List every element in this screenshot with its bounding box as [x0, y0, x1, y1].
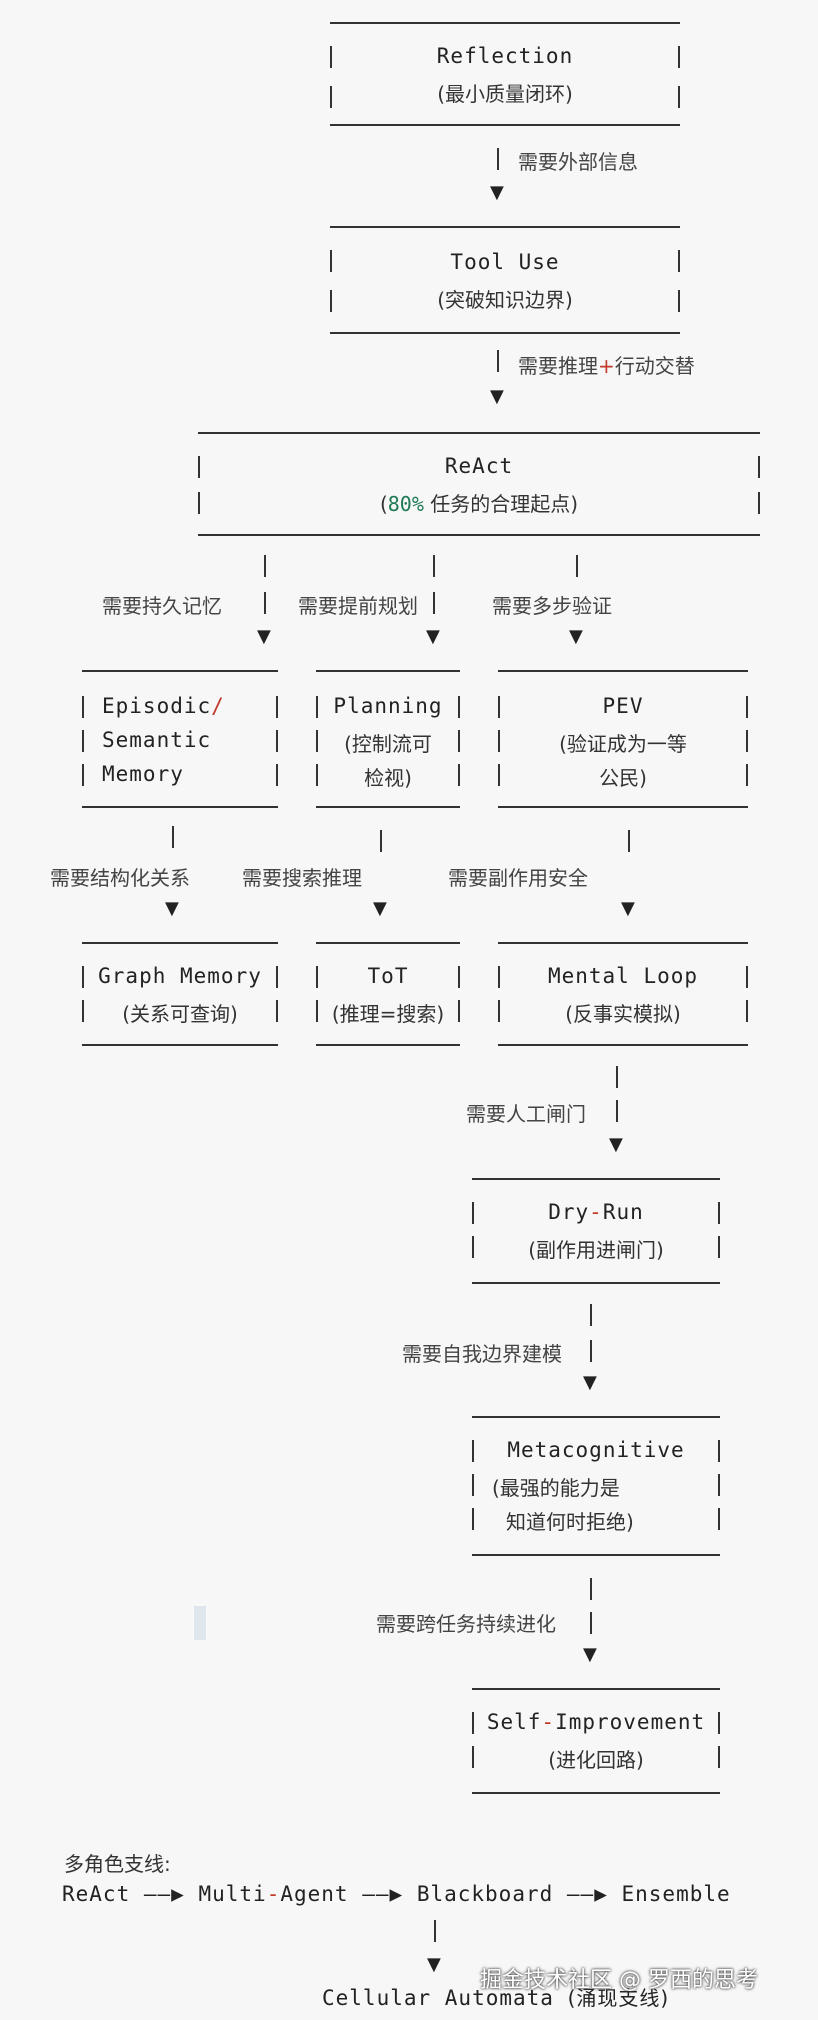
node-subtitle-line2: 检视)	[364, 766, 412, 790]
node-dry-run: Dry-Run (副作用进闸门)	[472, 1178, 720, 1284]
node-pev: PEV (验证成为一等 公民)	[498, 670, 748, 808]
node-title: PEV	[602, 694, 644, 718]
multi-agent-heading: 多角色支线:	[64, 1852, 171, 1876]
arrow-down-icon: ▼	[427, 1954, 441, 1975]
edge-label: 需要推理+行动交替	[518, 354, 695, 378]
node-title: Mental Loop	[547, 964, 699, 988]
node-subtitle: (最小质量闭环)	[437, 82, 573, 106]
node-title: Planning	[333, 694, 443, 718]
chain-ensemble: Ensemble	[621, 1882, 731, 1906]
arrow-down-icon: ▼	[257, 626, 271, 647]
node-graph-memory: Graph Memory (关系可查询)	[82, 942, 278, 1046]
node-mental-loop: Mental Loop (反事实模拟)	[498, 942, 748, 1046]
edge-label: 需要外部信息	[518, 150, 638, 174]
node-title: Episodic/	[102, 694, 225, 718]
node-title: Reflection	[436, 44, 574, 68]
arrow-down-icon: ▼	[373, 898, 387, 919]
node-title: Self-Improvement	[486, 1710, 706, 1734]
long-arrow-icon: ——▶	[566, 1882, 608, 1906]
edge-label: 需要提前规划	[298, 594, 418, 618]
node-title: Dry-Run	[548, 1200, 644, 1224]
node-react: ReAct (80% 任务的合理起点)	[198, 432, 760, 536]
chain-cellular-automata: Cellular Automata (涌现支线)	[322, 1986, 670, 2010]
node-tot: ToT (推理=搜索)	[316, 942, 460, 1046]
node-metacognitive: Metacognitive (最强的能力是 知道何时拒绝)	[472, 1416, 720, 1556]
node-subtitle: (推理=搜索)	[331, 1002, 445, 1026]
arrow-down-icon: ▼	[490, 182, 504, 203]
arrow-down-icon: ▼	[583, 1372, 597, 1393]
edge-label: 需要结构化关系	[50, 866, 190, 890]
node-subtitle: (关系可查询)	[122, 1002, 238, 1026]
node-subtitle: (进化回路)	[548, 1748, 644, 1772]
highlight-marker	[194, 1606, 206, 1640]
node-subtitle-line1: (控制流可	[344, 732, 432, 756]
edge-label: 需要自我边界建模	[402, 1342, 562, 1366]
node-episodic-semantic-memory: Episodic/ Semantic Memory	[82, 670, 278, 808]
node-title: ToT	[367, 964, 409, 988]
node-title: Metacognitive	[507, 1438, 685, 1462]
node-title: Graph Memory	[98, 964, 262, 988]
node-tool-use: Tool Use (突破知识边界)	[330, 226, 680, 334]
edge-label: 需要跨任务持续进化	[376, 1612, 556, 1636]
chain-blackboard: Blackboard	[416, 1882, 554, 1906]
node-title-line3: Memory	[102, 762, 184, 786]
node-subtitle: (80% 任务的合理起点)	[379, 492, 579, 516]
node-planning: Planning (控制流可 检视)	[316, 670, 460, 808]
edge-label: 需要搜索推理	[242, 866, 362, 890]
arrow-down-icon: ▼	[569, 626, 583, 647]
arrow-down-icon: ▼	[165, 898, 179, 919]
node-reflection: Reflection (最小质量闭环)	[330, 22, 680, 126]
node-subtitle: (反事实模拟)	[565, 1002, 681, 1026]
arrow-down-icon: ▼	[621, 898, 635, 919]
node-subtitle-line2: 公民)	[599, 766, 647, 790]
node-subtitle-line1: (最强的能力是	[492, 1476, 620, 1500]
edge-label: 需要持久记忆	[102, 594, 222, 618]
node-title: ReAct	[444, 454, 514, 478]
watermark: 掘金技术社区 @ 罗西的思考	[480, 1968, 758, 1993]
long-arrow-icon: ——▶	[362, 1882, 404, 1906]
node-self-improvement: Self-Improvement (进化回路)	[472, 1688, 720, 1794]
node-title-line2: Semantic	[102, 728, 212, 752]
multi-agent-chain: ReAct ——▶ Multi-Agent ——▶ Blackboard ——▶…	[62, 1882, 731, 1906]
node-subtitle: (突破知识边界)	[437, 288, 573, 312]
long-arrow-icon: ——▶	[143, 1882, 185, 1906]
edge-label: 需要人工闸门	[466, 1102, 586, 1126]
arrow-down-icon: ▼	[490, 386, 504, 407]
chain-react: ReAct	[62, 1882, 131, 1906]
chain-multi-agent: Multi-Agent	[198, 1882, 349, 1906]
node-subtitle-line1: (验证成为一等	[559, 732, 687, 756]
arrow-down-icon: ▼	[609, 1134, 623, 1155]
arrow-down-icon: ▼	[583, 1644, 597, 1665]
edge-label: 需要副作用安全	[448, 866, 588, 890]
edge-label: 需要多步验证	[492, 594, 612, 618]
arrow-down-icon: ▼	[426, 626, 440, 647]
node-title: Tool Use	[450, 250, 560, 274]
node-subtitle-line2: 知道何时拒绝)	[506, 1510, 634, 1534]
node-subtitle: (副作用进闸门)	[528, 1238, 664, 1262]
